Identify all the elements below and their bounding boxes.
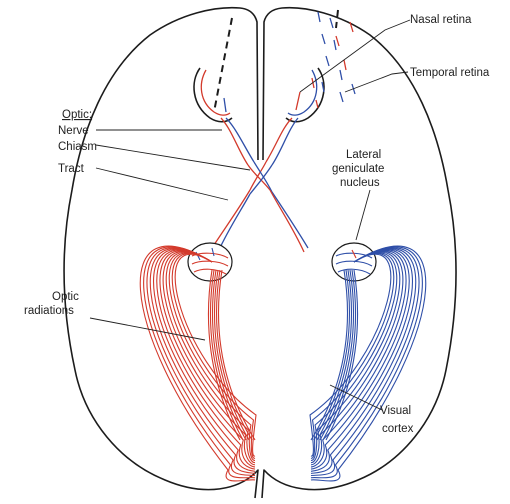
radiation-fiber: [163, 252, 255, 465]
left-optic-radiations: [140, 246, 256, 481]
left-midline-dash: [214, 18, 232, 112]
cortex-label-line1: Visual: [380, 405, 411, 417]
radiation-fiber: [311, 270, 347, 440]
left-eye: [194, 68, 232, 122]
optic-chiasm: [248, 162, 272, 194]
left-lgn: [188, 243, 232, 281]
radiation-fiber: [140, 246, 255, 481]
chiasm-label: Chiasm: [58, 141, 97, 153]
cortex-label-line2: cortex: [382, 423, 414, 435]
leader-lines: [90, 20, 410, 410]
radiation-fiber: [311, 246, 426, 481]
radiations-label-line1: Optic: [52, 291, 79, 303]
lgn-label-line3: nucleus: [340, 177, 380, 189]
right-eye: [286, 68, 324, 122]
optic-heading-label: Optic:: [62, 109, 92, 121]
visual-field-marks: [312, 12, 355, 108]
tract-label: Tract: [58, 163, 85, 175]
nasal-retina-label: Nasal retina: [410, 14, 472, 26]
temporal-retina-label: Temporal retina: [410, 67, 490, 79]
radiations-label-line2: radiations: [24, 305, 74, 317]
right-optic-radiations: [310, 246, 426, 481]
right-midline-dash: [336, 10, 338, 28]
nerve-label: Nerve: [58, 125, 89, 137]
lgn-label-line1: Lateral: [346, 149, 381, 161]
lgn-label-line2: geniculate: [332, 163, 384, 175]
radiation-fiber: [219, 270, 255, 440]
optic-nerves: [221, 118, 298, 165]
